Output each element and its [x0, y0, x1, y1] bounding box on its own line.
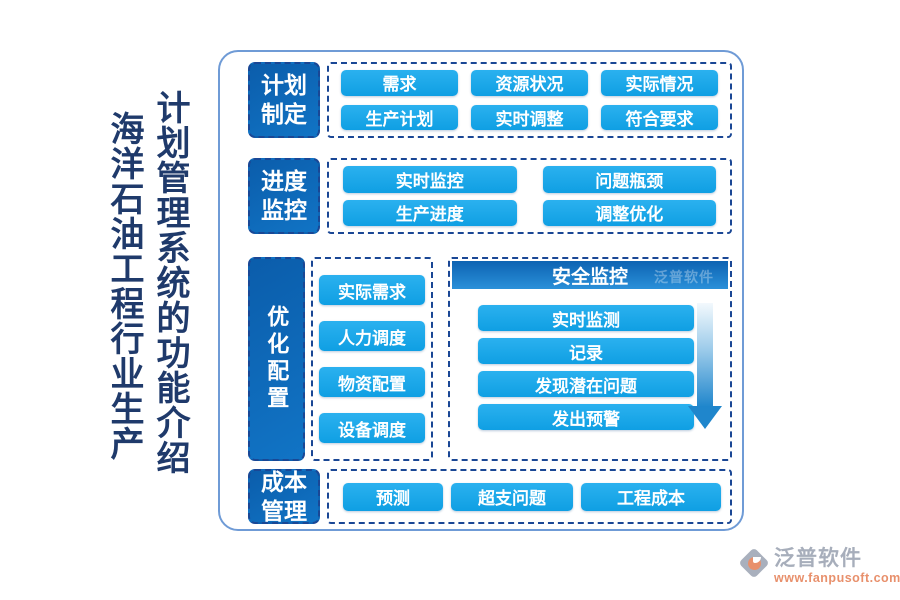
section-content-plan: 需求 资源状况 实际情况 生产计划 实时调整 符合要求 — [327, 62, 732, 138]
node-realtime-monitor: 实时监控 — [343, 166, 517, 193]
safety-panel-items: 实时监测 记录 发现潜在问题 发出预警 — [478, 305, 694, 430]
down-arrow-shaft — [697, 303, 713, 407]
safety-panel-title: 安全监控 — [551, 266, 628, 288]
section-header-optimize: 优化配置 — [248, 257, 305, 461]
brand-name: 泛普软件 — [774, 547, 862, 570]
node-adjust-optimize: 调整优化 — [542, 199, 716, 226]
footer-text: 泛普软件 www.fanpusoft.com — [774, 547, 900, 586]
node-project-cost: 工程成本 — [581, 482, 721, 511]
node-realtime-detect: 实时监测 — [478, 305, 694, 331]
node-forecast: 预测 — [343, 482, 443, 511]
node-equipment-dispatch: 设备调度 — [319, 413, 425, 443]
main-panel: 计划制定 需求 资源状况 实际情况 生产计划 实时调整 符合要求 进度监控 实时… — [218, 50, 744, 531]
node-resource-status: 资源状况 — [471, 70, 588, 96]
node-meet-requirements: 符合要求 — [601, 104, 718, 130]
section-content-optimize: 实际需求 人力调度 物资配置 设备调度 — [311, 257, 433, 461]
section-header-progress: 进度监控 — [248, 158, 320, 234]
node-find-potential-problems: 发现潜在问题 — [478, 371, 694, 397]
node-manpower-dispatch: 人力调度 — [319, 321, 425, 351]
section-content-progress: 实时监控 问题瓶颈 生产进度 调整优化 — [327, 158, 732, 234]
footer-brand: 泛普软件 www.fanpusoft.com — [738, 547, 900, 586]
node-demand: 需求 — [341, 70, 458, 96]
brand-url: www.fanpusoft.com — [774, 571, 900, 586]
section-header-plan: 计划制定 — [248, 62, 320, 138]
watermark-text: 泛普软件 — [654, 269, 714, 285]
safety-panel-titlebar: 安全监控 泛普软件 — [452, 261, 728, 289]
safety-panel: 安全监控 泛普软件 实时监测 记录 发现潜在问题 发出预警 — [448, 257, 732, 461]
node-production-plan: 生产计划 — [341, 104, 458, 130]
page-title-secondary: 海洋石油工程行业生产 — [105, 111, 143, 461]
page-title-primary: 计划管理系统的功能介绍 — [151, 90, 189, 475]
node-production-progress: 生产进度 — [343, 199, 517, 226]
logo-swirl-notch — [753, 557, 761, 563]
section-content-cost: 预测 超支问题 工程成本 — [327, 469, 732, 524]
node-material-allocation: 物资配置 — [319, 367, 425, 397]
node-issue-warning: 发出预警 — [478, 404, 694, 430]
node-problem-bottleneck: 问题瓶颈 — [542, 166, 716, 193]
section-header-cost: 成本管理 — [248, 469, 320, 524]
node-realtime-adjust: 实时调整 — [471, 104, 588, 130]
fanpu-logo-icon — [738, 547, 770, 582]
down-arrow-icon — [688, 303, 722, 429]
node-overspend-problem: 超支问题 — [451, 482, 573, 511]
node-record: 记录 — [478, 338, 694, 364]
down-arrow-head — [688, 406, 722, 429]
node-actual-demand: 实际需求 — [319, 275, 425, 305]
node-actual-situation: 实际情况 — [601, 70, 718, 96]
